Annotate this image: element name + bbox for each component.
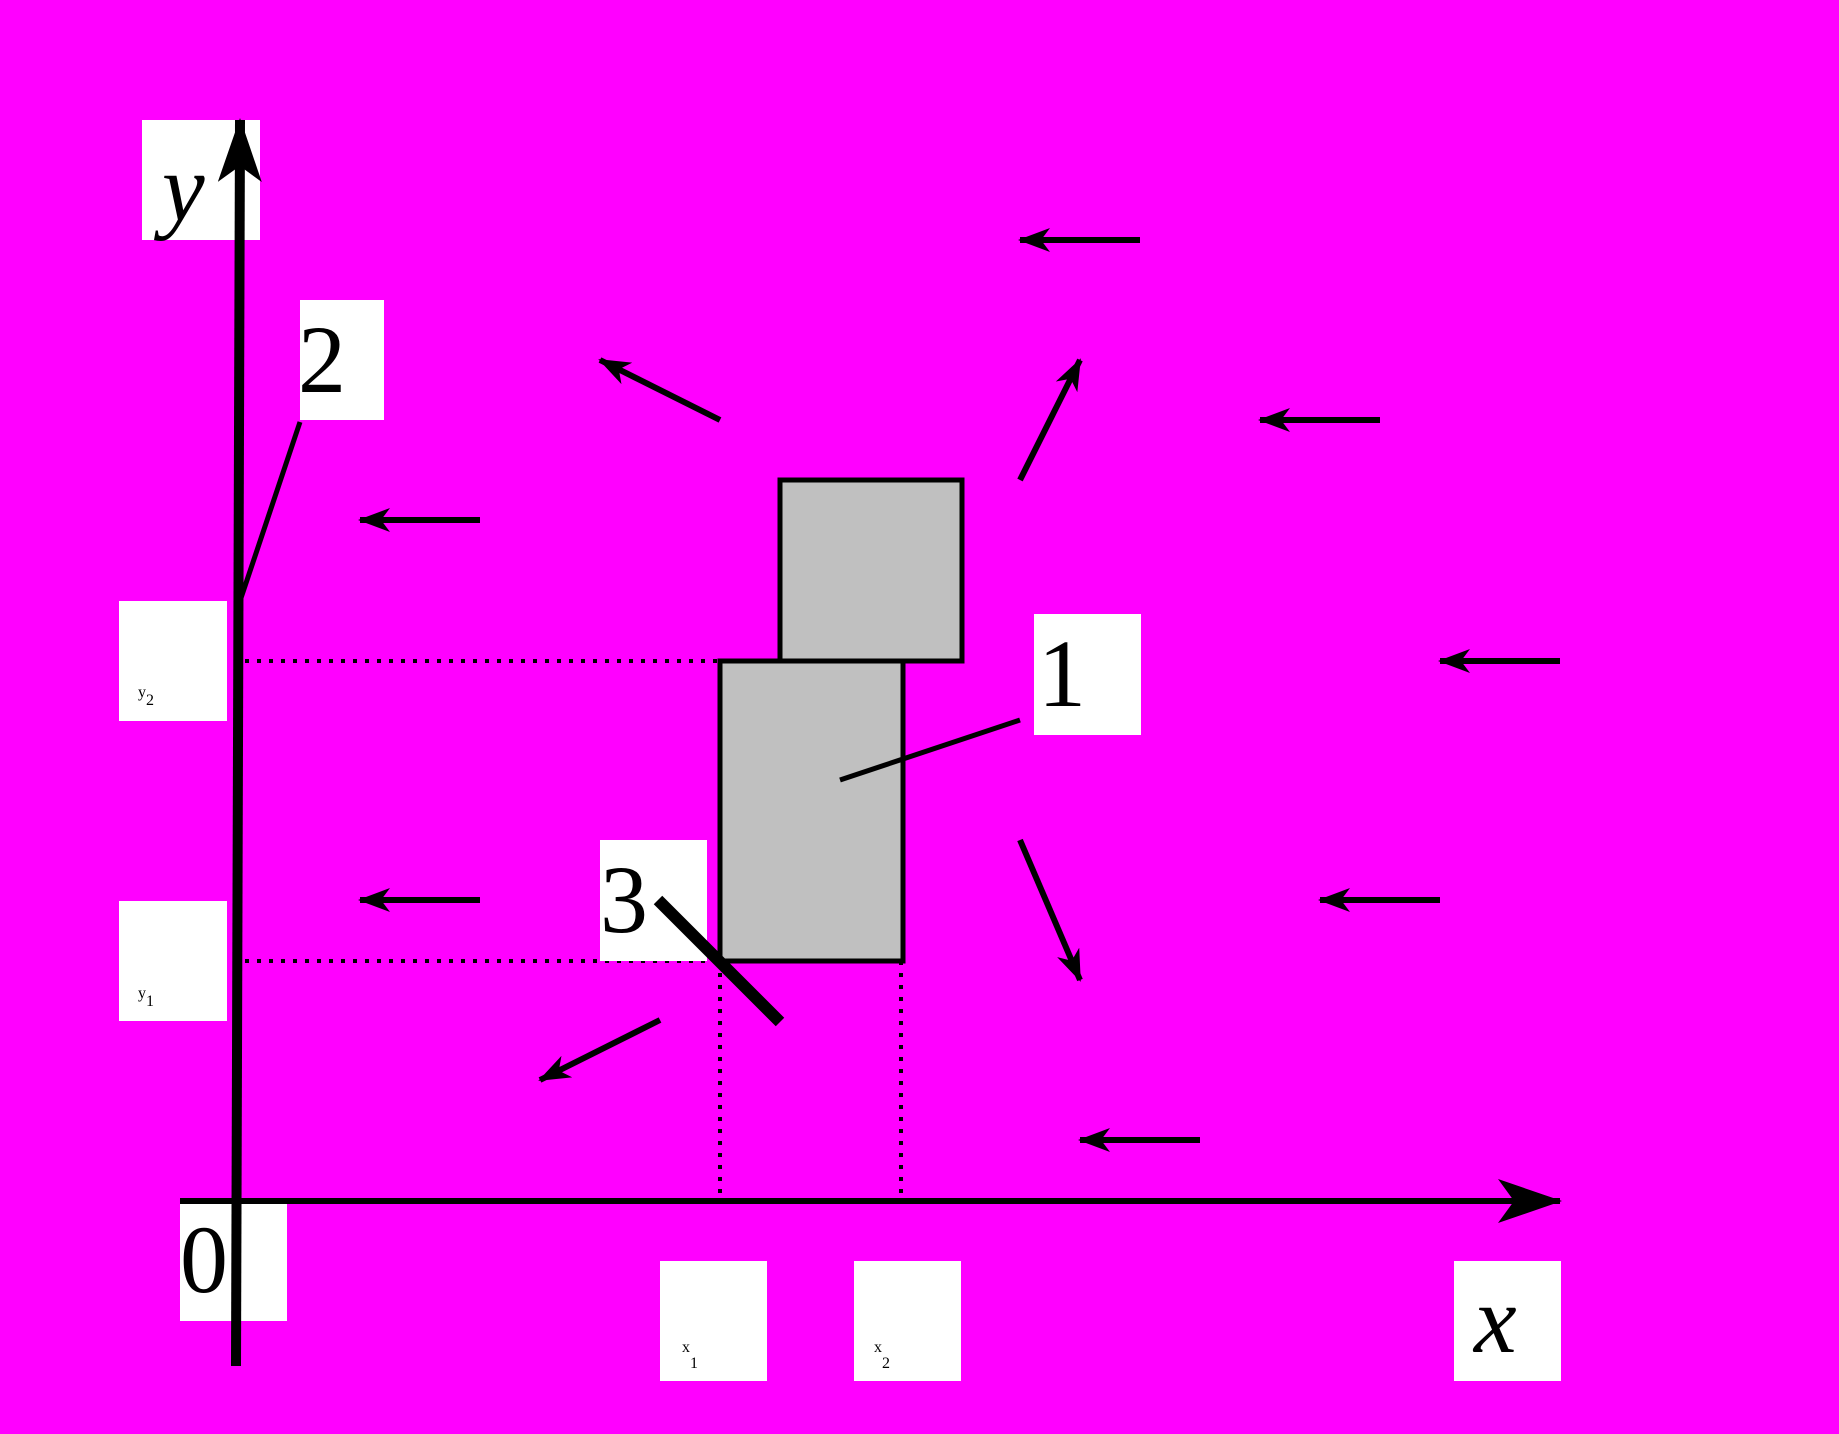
callout-2-label: 2 [298, 306, 346, 413]
y2-tick-var: y [138, 684, 146, 701]
element-3-bar [653, 895, 785, 1027]
y1-tick-var: y [138, 985, 146, 1002]
upper-block [777, 477, 965, 664]
x2-tick-sub: 2 [882, 1355, 890, 1372]
x1-tick-box [660, 1261, 767, 1381]
flow-arrow-icon-2 [598, 357, 722, 423]
y-axis [217, 118, 262, 1367]
lower-block [717, 658, 906, 964]
x2-tick-box [854, 1261, 961, 1381]
y2-tick-sub: 2 [146, 692, 154, 709]
y-axis-label: y [153, 134, 205, 241]
flow-arrows [358, 228, 1560, 1152]
callout-1-box [1034, 614, 1141, 735]
callout-1-label: 1 [1038, 620, 1086, 727]
x-axis-label: x [1472, 1266, 1517, 1373]
origin-label: 0 [180, 1206, 228, 1313]
x1-tick-label: x1 [682, 1339, 698, 1372]
y1-tick-label: y1 [138, 985, 154, 1010]
flow-arrow-icon-10 [538, 1017, 662, 1083]
y2-tick-box [119, 601, 227, 721]
leader-lines [237, 421, 1021, 1027]
callout-2-box [300, 300, 384, 420]
flow-arrow-icon-3 [1017, 358, 1083, 482]
x1-tick-sub: 1 [690, 1355, 698, 1372]
x2-tick-label: x2 [874, 1339, 890, 1372]
flow-arrow-icon-9 [1017, 838, 1083, 982]
x2-tick-var: x [874, 1339, 882, 1356]
callout-3-label: 3 [600, 846, 648, 953]
x-axis-label-box [1454, 1261, 1561, 1381]
x1-tick-var: x [682, 1339, 690, 1356]
label-backgrounds [119, 120, 1561, 1381]
leader-line-2 [237, 421, 303, 602]
leader-line-1 [839, 717, 1021, 783]
y1-tick-sub: 1 [146, 993, 154, 1010]
y1-tick-box [119, 901, 227, 1021]
y2-tick-label: y2 [138, 684, 154, 709]
callout-3-box [600, 840, 707, 961]
projection-lines [245, 659, 903, 1195]
